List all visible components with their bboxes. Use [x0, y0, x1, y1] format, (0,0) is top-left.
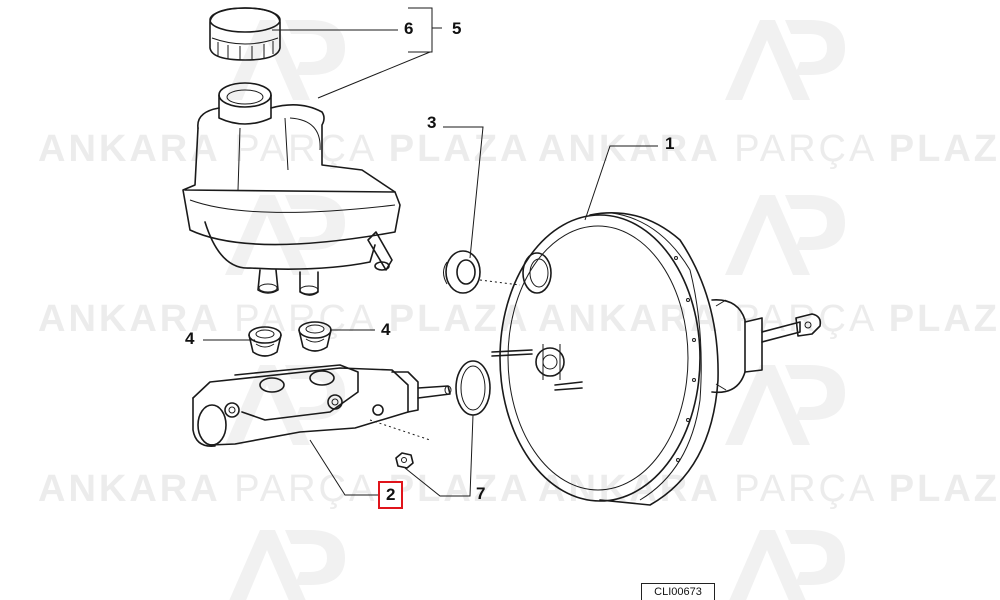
watermark-text: ANKARA PARÇA PLAZA — [38, 468, 531, 510]
master-cylinder — [192, 364, 452, 447]
reservoir-cap — [209, 7, 281, 61]
ap-logo-icon — [725, 195, 845, 275]
ap-logo-icon — [229, 530, 345, 600]
ap-logo-icon — [725, 20, 845, 100]
callout-part-6[interactable]: 6 — [404, 19, 414, 38]
leader-lines — [203, 7, 658, 497]
callout-part-5[interactable]: 5 — [452, 19, 462, 38]
ap-logo-icon — [725, 365, 845, 445]
ap-logo-icon — [225, 20, 345, 100]
fluid-reservoir — [182, 82, 401, 296]
reservoir-seal-right — [298, 321, 332, 352]
watermark-text: ANKARA PARÇA PLAZA — [38, 128, 531, 170]
callout-part-1[interactable]: 1 — [665, 134, 675, 153]
ap-logo-icon — [729, 530, 845, 600]
callout-part-4-left[interactable]: 4 — [185, 329, 195, 348]
callout-part-4-right[interactable]: 4 — [381, 320, 391, 339]
catalog-code-label: CLI00673 — [641, 583, 715, 600]
reservoir-seal-left — [248, 326, 282, 357]
watermark-text: ANKARA PARÇA PLAZA — [38, 298, 531, 340]
watermark-text: ANKARA PARÇA PLAZA — [538, 128, 1000, 170]
callout-part-7[interactable]: 7 — [476, 484, 486, 503]
mounting-nut — [395, 452, 414, 469]
grommet-seal — [443, 250, 521, 294]
watermark-text: ANKARA PARÇA PLAZA — [538, 298, 1000, 340]
callout-part-2[interactable]: 2 — [378, 481, 404, 509]
ap-logo-icon — [225, 195, 345, 275]
callout-part-3[interactable]: 3 — [427, 113, 437, 132]
o-ring — [455, 360, 491, 416]
brake-booster — [491, 212, 822, 506]
